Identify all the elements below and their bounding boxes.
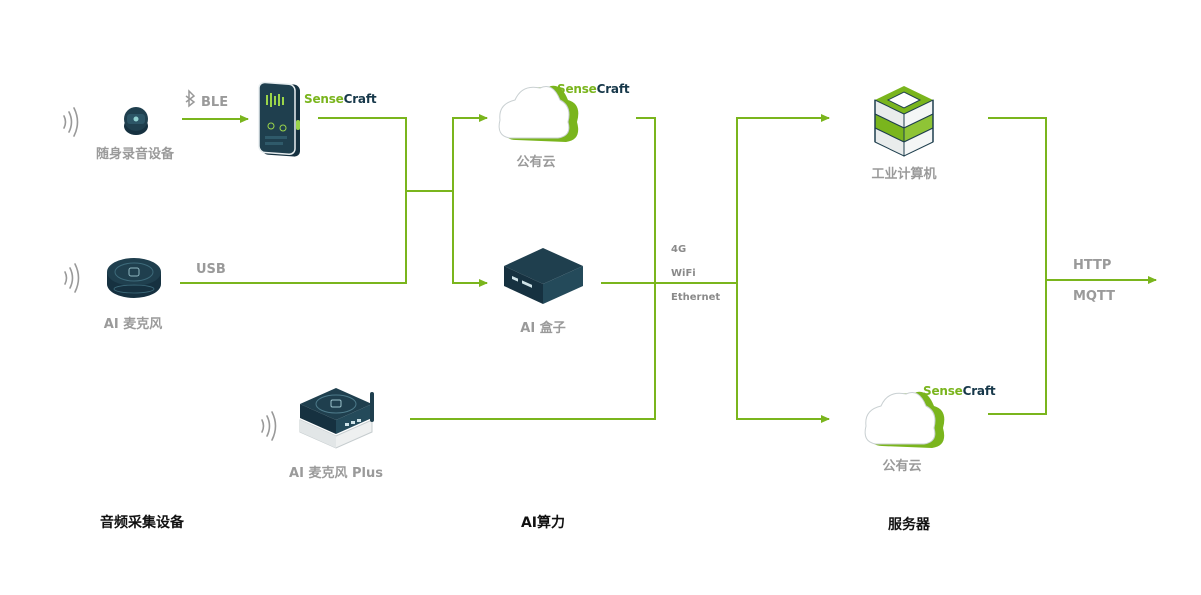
- sound-wave-icon: [261, 411, 277, 441]
- line-usb-to-junction: [180, 191, 407, 284]
- bluetooth-icon: [185, 89, 196, 108]
- ai-box-device-icon: [504, 248, 583, 304]
- server-rack-icon: [874, 86, 934, 157]
- line-to-industrial-pc: [736, 114, 830, 283]
- section-title-audio: 音频采集设备: [100, 515, 184, 531]
- sound-wave-icon: [64, 263, 80, 293]
- section-title-server: 服务器: [888, 517, 930, 533]
- line-phone-to-junction: [318, 117, 407, 191]
- label-usb: USB: [196, 262, 226, 277]
- line-to-server-cloud: [736, 283, 830, 423]
- label-ai-mic: AI 麦克风: [103, 317, 163, 332]
- label-network-ethernet: Ethernet: [671, 292, 721, 303]
- cloud-icon: [864, 391, 945, 448]
- line-plus-out: [410, 283, 656, 420]
- label-ble: BLE: [201, 95, 229, 110]
- line-to-cloud: [452, 114, 488, 191]
- label-http: HTTP: [1073, 258, 1112, 273]
- line-to-aibox: [452, 191, 488, 287]
- label-network-wifi: WiFi: [671, 268, 696, 279]
- label-compute-cloud: 公有云: [516, 155, 556, 170]
- label-industrial-pc: 工业计算机: [871, 167, 937, 182]
- section-title-compute: AI算力: [520, 515, 566, 531]
- sensecraft-logo-server-cloud: SenseCraft: [923, 384, 996, 398]
- label-recorder: 随身录音设备: [95, 147, 175, 162]
- recorder-device-icon: [124, 107, 148, 135]
- ai-mic-device-icon: [107, 258, 161, 298]
- phone-device-icon: [258, 81, 300, 157]
- label-ai-box: AI 盒子: [520, 321, 566, 336]
- ai-mic-plus-device-icon: [299, 388, 374, 449]
- cloud-icon: [498, 85, 579, 142]
- sensecraft-logo-cloud: SenseCraft: [557, 82, 630, 96]
- line-cloud-out: [636, 117, 656, 283]
- sound-wave-icon: [63, 107, 79, 137]
- label-server-cloud: 公有云: [882, 459, 922, 474]
- connector-lines: [180, 114, 1157, 423]
- label-mqtt: MQTT: [1073, 289, 1116, 304]
- line-cloud2-out: [988, 280, 1047, 415]
- sensecraft-logo-phone: SenseCraft: [304, 92, 377, 106]
- label-network-4g: 4G: [671, 244, 687, 255]
- line-pc-out: [988, 117, 1047, 280]
- label-ai-mic-plus: AI 麦克风 Plus: [289, 466, 383, 481]
